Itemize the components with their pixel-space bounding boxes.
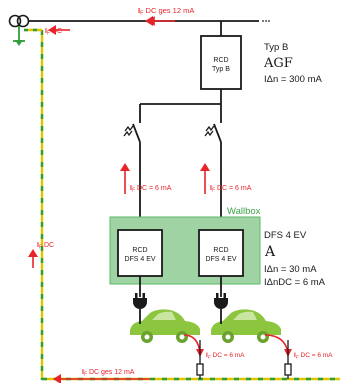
rcd-wallbox-left-line2: DFS 4 EV: [124, 256, 155, 263]
rcd-wallbox-left-line1: RCD: [132, 247, 147, 254]
supply-transformer-icon: [8, 14, 30, 28]
electric-car-right-icon: [211, 309, 281, 343]
plug-right-icon: [214, 293, 228, 318]
line-continuation-dots: [262, 20, 270, 22]
ground-current-mid-arrow: [28, 249, 38, 268]
total-current-top-arrow: [145, 16, 175, 26]
plug-left-icon: [133, 293, 147, 318]
rcd-main-idn: IΔn = 300 mA: [264, 74, 322, 85]
rcd-wallbox-right-box: [198, 229, 244, 277]
ground-current-top-label: IF DC: [45, 28, 62, 37]
total-current-bottom-label: IF DC ges 12 mA: [82, 369, 135, 378]
rcd-wallbox-right-line2: DFS 4 EV: [205, 256, 236, 263]
ground-current-mid-label: IF DC: [37, 242, 54, 251]
wallbox-spec-symbol: A: [264, 244, 276, 260]
breaker-right-icon: [204, 104, 222, 230]
wallbox-title: Wallbox: [227, 206, 261, 217]
bottom-left-current-label: IF DC = 6 mA: [206, 352, 245, 361]
electric-car-left-icon: [130, 309, 200, 343]
rcd-main-agf: AGF: [263, 56, 293, 71]
rcd-main-type: Typ B: [264, 42, 288, 53]
ground-icon: [13, 26, 25, 46]
bottom-right-current-label: IF DC = 6 mA: [294, 352, 333, 361]
breaker-left-icon: [123, 104, 141, 230]
rcd-main-line1: RCD: [213, 57, 228, 64]
rcd-wallbox-left-box: [117, 229, 163, 277]
rcd-main-box: [200, 35, 242, 90]
branch-left-current-arrow: [120, 163, 130, 194]
wallbox-spec-idndc: IΔnDC = 6 mA: [264, 277, 326, 288]
total-current-top-label: IF DC ges 12 mA: [138, 6, 194, 17]
earth-resistor-left-icon: [196, 340, 204, 379]
wallbox-spec-name: DFS 4 EV: [264, 230, 307, 241]
rcd-wallbox-right-line1: RCD: [213, 247, 228, 254]
wallbox-spec-idn: IΔn = 30 mA: [264, 264, 317, 275]
total-current-bottom-arrow: [53, 374, 150, 383]
branch-left-current-label: IF DC = 6 mA: [130, 185, 172, 194]
ground-current-top-arrow: [48, 25, 70, 35]
rcd-main-line2: Typ B: [212, 66, 230, 73]
branch-right-current-label: IF DC = 6 mA: [210, 185, 252, 194]
earth-resistor-right-icon: [284, 340, 292, 379]
branch-right-current-arrow: [200, 163, 210, 194]
